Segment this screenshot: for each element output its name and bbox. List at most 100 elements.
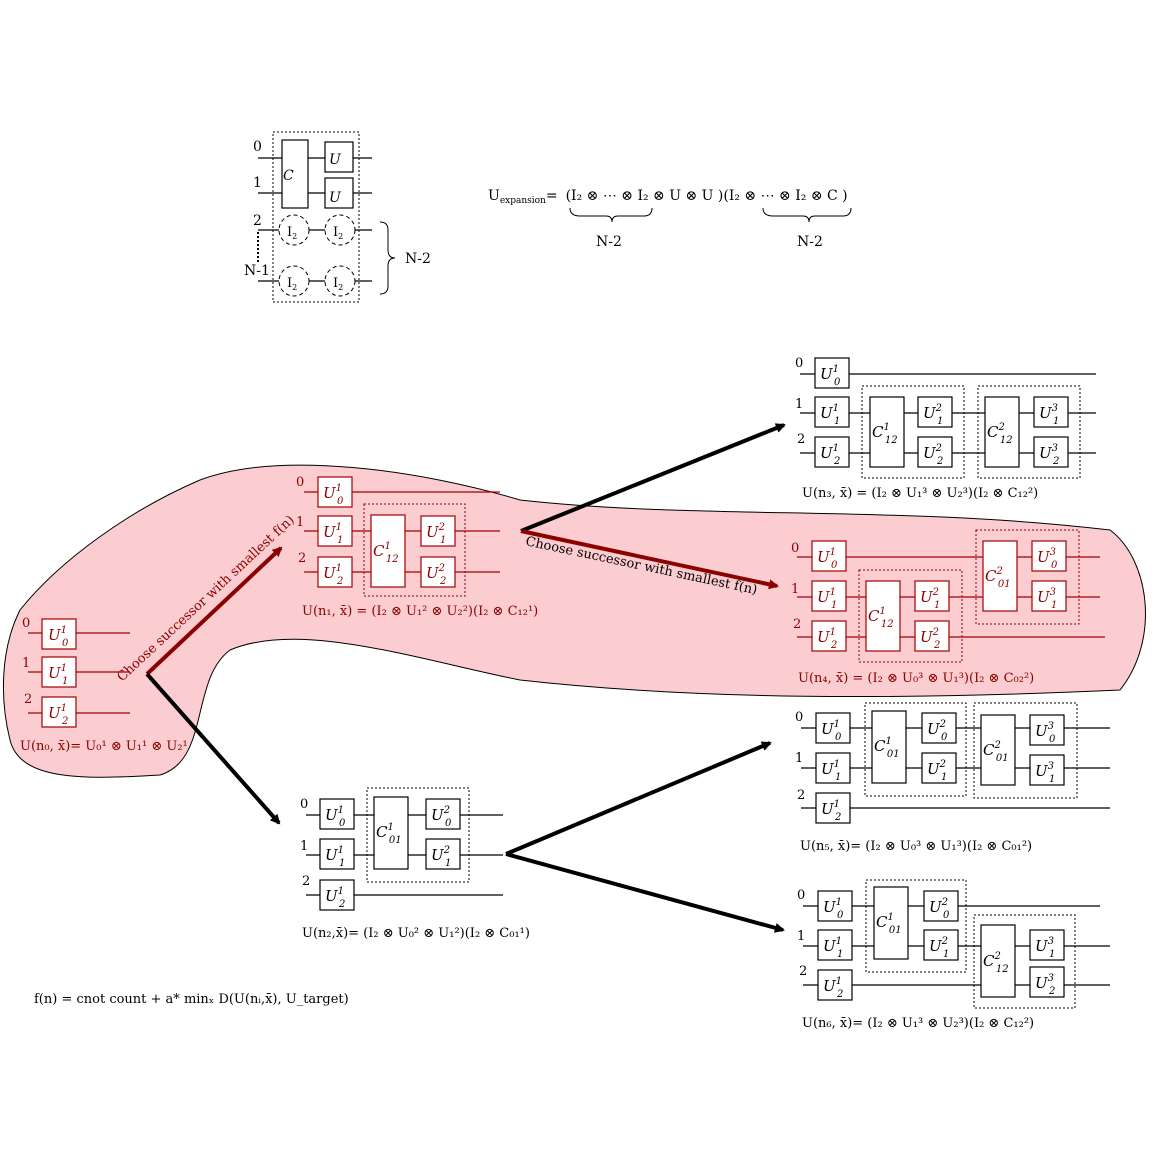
template-wire-label-n1: N-1 <box>244 263 270 279</box>
template-identity-gate <box>278 265 310 297</box>
node-formula: U(n₆, x̄)= (I₂ ⊗ U₁³ ⊗ U₂³)(I₂ ⊗ C₁₂²) <box>802 1016 1034 1031</box>
wire-label: 2 <box>793 617 801 632</box>
wire-label: 0 <box>797 888 805 903</box>
u-gate <box>319 798 355 830</box>
u-gate <box>41 618 77 650</box>
wire-label: 1 <box>22 656 30 671</box>
template-identity-gate <box>278 214 310 246</box>
cnot-gate <box>980 924 1016 998</box>
template-u-label-0: U <box>329 152 342 168</box>
cnot-gate <box>871 710 907 784</box>
u-gate <box>923 929 959 961</box>
template-identity-gate <box>324 265 356 297</box>
wire-label: 0 <box>300 797 308 812</box>
u-gate <box>917 436 953 468</box>
u-gate <box>1029 966 1065 998</box>
expansion-brace-label-1: N-2 <box>596 234 622 250</box>
u-gate <box>41 696 77 728</box>
u-gate <box>815 792 851 824</box>
template-u-label-1: U <box>329 190 342 206</box>
arrow-n0-to-n1 <box>145 546 283 676</box>
template-circuit: 0 1 2 N-1 C U U I2 I2 I2 I2 N-2 <box>244 131 431 303</box>
cnot-gate <box>984 396 1020 468</box>
wire-label: 1 <box>300 839 308 854</box>
u-gate <box>817 890 853 922</box>
node-formula: U(n₃, x̄) = (I₂ ⊗ U₁³ ⊗ U₂³)(I₂ ⊗ C₁₂²) <box>802 486 1038 501</box>
template-u-gate-0 <box>324 141 354 173</box>
arrow-n2-to-n5 <box>505 741 772 856</box>
u-gate <box>814 396 850 428</box>
wire-label: 1 <box>791 582 799 597</box>
identity-label: I2 <box>287 276 297 292</box>
wire-label: 0 <box>795 356 803 371</box>
identity-label: I2 <box>287 225 297 241</box>
u-gate <box>1029 714 1065 746</box>
node-formula: U(n₄, x̄) = (I₂ ⊗ U₀³ ⊗ U₁³)(I₂ ⊗ C₀₂²) <box>798 671 1034 686</box>
u-gate <box>811 580 847 612</box>
template-wire-label-2: 2 <box>253 213 262 229</box>
u-gate <box>914 620 950 652</box>
arrow-n1-to-n3 <box>520 423 786 533</box>
cnot-gate <box>873 886 909 960</box>
wire-label: 2 <box>302 874 310 889</box>
u-gate <box>815 752 851 784</box>
cnot-gate <box>865 580 901 652</box>
wire-label: 1 <box>797 929 805 944</box>
template-brace-label: N-2 <box>405 251 431 267</box>
u-gate <box>914 580 950 612</box>
expansion-text: Uexpansion=(I₂ ⊗ ⋯ ⊗ I₂ ⊗ U ⊗ U )(I₂ ⊗ ⋯… <box>488 188 848 206</box>
u-gate <box>41 656 77 688</box>
u-gate <box>317 515 353 547</box>
u-gate <box>814 357 850 389</box>
template-wire-label-0: 0 <box>253 139 262 155</box>
u-gate <box>317 476 353 508</box>
u-gate <box>923 890 959 922</box>
node-formula: U(n₂,x̄)= (I₂ ⊗ U₀² ⊗ U₁²)(I₂ ⊗ C₀₁¹) <box>302 926 530 941</box>
wire-label: 0 <box>795 710 803 725</box>
expansion-brace-label-2: N-2 <box>797 234 823 250</box>
arrow-n1-to-n4 <box>520 529 779 590</box>
wire-label: 0 <box>22 616 30 631</box>
u-gate <box>420 556 456 588</box>
u-gate <box>811 620 847 652</box>
u-gate <box>817 929 853 961</box>
u-gate <box>921 712 957 744</box>
u-gate <box>815 712 851 744</box>
wire-label: 2 <box>24 692 32 707</box>
u-gate <box>1033 436 1069 468</box>
cnot-gate <box>980 714 1016 786</box>
wire-label: 1 <box>795 751 803 766</box>
cnot-gate <box>373 796 409 870</box>
arrow-n0-to-n2 <box>145 672 281 825</box>
expansion-formula: Uexpansion=(I₂ ⊗ ⋯ ⊗ I₂ ⊗ U ⊗ U )(I₂ ⊗ ⋯… <box>488 188 852 250</box>
template-c-label: C <box>283 168 294 184</box>
wire-label: 0 <box>791 541 799 556</box>
